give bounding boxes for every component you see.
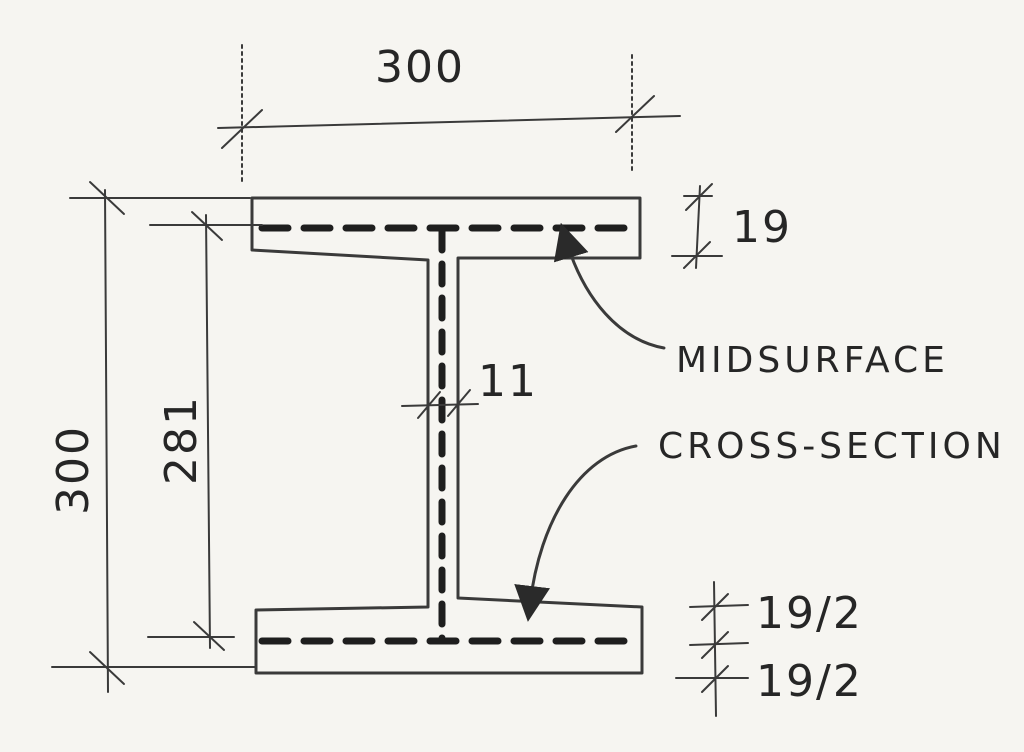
web-thickness-dimension	[401, 389, 479, 419]
flange-thickness-label: 19	[732, 202, 792, 253]
half-flange-lower-label: 19/2	[756, 656, 863, 707]
cross-section-arrow	[514, 444, 638, 622]
midsurface-arrow	[553, 222, 666, 350]
top-width-dimension	[217, 44, 681, 183]
half-flange-dimension	[675, 581, 749, 717]
flange-thickness-dimension	[671, 183, 723, 269]
web-height-dimension	[147, 211, 263, 651]
midsurface-lines	[258, 224, 640, 645]
i-beam-outline	[250, 196, 644, 675]
web-thickness-label: 11	[478, 356, 538, 407]
web-height-label: 281	[156, 395, 207, 485]
half-flange-upper-label: 19/2	[756, 588, 863, 639]
total-height-dimension	[51, 181, 257, 693]
cross-section-label: CROSS-SECTION	[658, 426, 1006, 467]
midsurface-label: MIDSURFACE	[676, 340, 949, 381]
flange-width-label: 300	[375, 42, 465, 93]
total-height-label: 300	[48, 425, 99, 515]
